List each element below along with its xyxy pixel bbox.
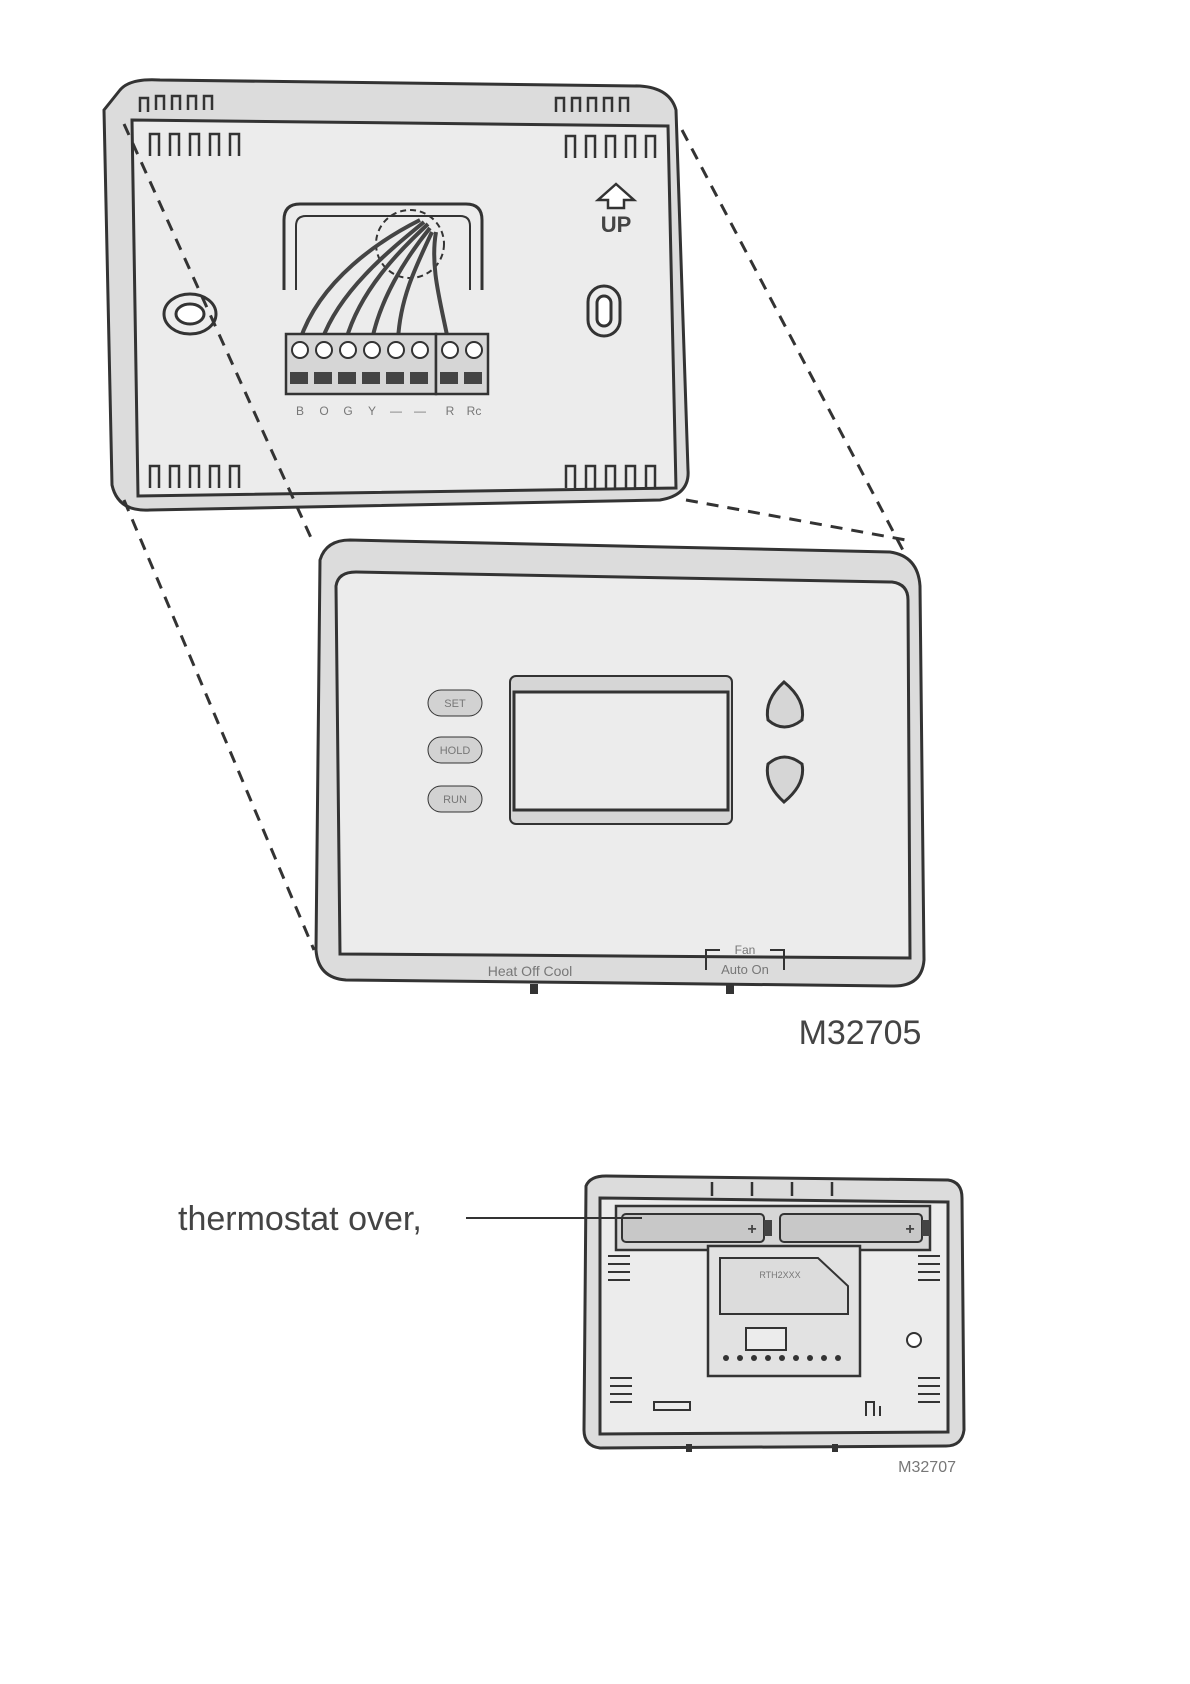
- battery-plus-left: +: [747, 1221, 756, 1238]
- terminal-label-o: O: [319, 404, 328, 418]
- terminal-label-6: —: [414, 404, 426, 418]
- figure2-id: M32707: [898, 1459, 956, 1476]
- terminal-label-5: —: [390, 404, 402, 418]
- wallplate-back-view: [104, 80, 688, 510]
- set-button-label: SET: [444, 698, 466, 710]
- terminal-label-rc: Rc: [467, 404, 482, 418]
- terminal-label-g: G: [343, 404, 352, 418]
- battery-plus-right: +: [905, 1221, 914, 1238]
- callout-text: thermostat over,: [178, 1200, 422, 1238]
- figure1-id: M32705: [799, 1014, 922, 1052]
- hold-button-label: HOLD: [440, 745, 471, 757]
- model-label: RTH2XXX: [759, 1270, 800, 1280]
- terminal-label-b: B: [296, 404, 304, 418]
- fan-switch-title: Fan: [735, 943, 756, 957]
- thermostat-front-view: [316, 540, 924, 994]
- system-switch-label: Heat Off Cool: [488, 963, 573, 979]
- terminal-label-r: R: [446, 404, 455, 418]
- terminal-label-y: Y: [368, 404, 376, 418]
- fan-switch-label: Auto On: [721, 962, 769, 977]
- run-button-label: RUN: [443, 794, 467, 806]
- up-label: UP: [601, 212, 632, 237]
